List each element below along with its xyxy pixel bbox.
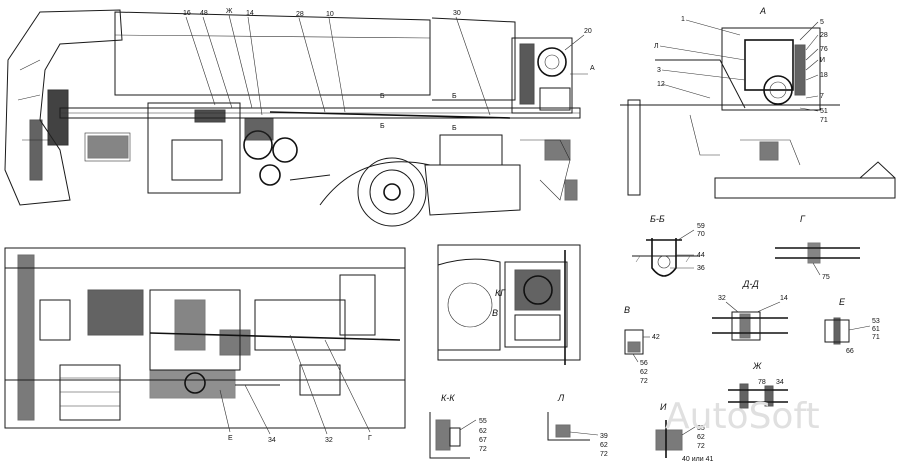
detail-e-label-53: 53	[872, 318, 880, 325]
detail-bb-label-70: 70	[697, 231, 705, 238]
detail-bb: Б-Б 59 70 44 36	[632, 214, 705, 277]
view-a-label-7: 7	[820, 93, 824, 100]
view-a: А 1 Л 3 12 5 28 76 И 18 7 51 71	[620, 6, 896, 199]
callout-30: 30	[453, 10, 461, 17]
callout-34: 34	[268, 437, 276, 444]
detail-l-title: Л	[557, 393, 565, 403]
view-a-label-71: 71	[820, 117, 828, 124]
detail-i-label-62: 62	[697, 434, 705, 441]
view-marker-a: А	[590, 65, 595, 72]
detail-dd-label-14: 14	[780, 295, 788, 302]
callout-48: 48	[200, 10, 208, 17]
detail-kk-label-62: 62	[479, 428, 487, 435]
detail-kk-label-67: 67	[479, 437, 487, 444]
detail-i-title: И	[660, 402, 667, 412]
detail-dd-title: Д-Д	[742, 279, 759, 289]
detail-e-label-61: 61	[872, 326, 880, 333]
detail-zh: Ж 78 34	[728, 361, 788, 409]
detail-zh-label-34: 34	[776, 379, 784, 386]
view-a-label-51: 51	[820, 108, 828, 115]
detail-v-label-72: 72	[640, 378, 648, 385]
callout-10: 10	[326, 11, 334, 18]
view-a-label-i: И	[820, 57, 825, 64]
detail-i-label-72: 72	[697, 443, 705, 450]
view-a-label-28: 28	[820, 32, 828, 39]
side-view: 16 48 Ж 14 28 10 30 20 А Б Б Б Б	[4, 8, 595, 227]
detail-bb-label-59: 59	[697, 223, 705, 230]
detail-e: Е 53 61 71 66	[824, 297, 880, 355]
detail-v-title: В	[624, 305, 630, 315]
view-a-label-3: 3	[657, 67, 661, 74]
view-a-title: А	[759, 6, 766, 16]
detail-e-title: Е	[839, 297, 846, 307]
callout-14: 14	[246, 10, 254, 17]
detail-l-label-39: 39	[600, 433, 608, 440]
detail-v-label-62: 62	[640, 369, 648, 376]
detail-g: Г 75	[775, 214, 860, 281]
section-mark-b4: Б	[452, 125, 457, 132]
detail-kk-label-72: 72	[479, 446, 487, 453]
callout-zh: Ж	[226, 8, 233, 15]
detail-kk-title: К-К	[441, 393, 455, 403]
callout-28: 28	[296, 11, 304, 18]
detail-kk: К-К 55 62 67 72	[429, 393, 487, 459]
detail-l-label-72: 72	[600, 451, 608, 458]
detail-v: В 42 56 62 72	[624, 305, 660, 385]
callout-20: 20	[584, 28, 592, 35]
detail-i: И 55 62 72 40 или 41	[655, 402, 713, 463]
detail-i-label-55: 55	[697, 425, 705, 432]
detail-bb-label-36: 36	[697, 265, 705, 272]
detail-kk-label-55: 55	[479, 418, 487, 425]
detail-zh-label-78: 78	[758, 379, 766, 386]
section-mark-v: В	[492, 308, 498, 318]
detail-dd: Д-Д 32 14	[712, 279, 788, 341]
section-mark-b3: Б	[452, 93, 457, 100]
detail-v-label-42: 42	[652, 334, 660, 341]
detail-bb-title: Б-Б	[650, 214, 665, 224]
detail-g-label-75: 75	[822, 274, 830, 281]
section-mark-b1: Б	[380, 93, 385, 100]
view-a-label-18: 18	[820, 72, 828, 79]
detail-zh-title: Ж	[752, 361, 762, 371]
detail-e-label-71: 71	[872, 334, 880, 341]
view-a-label-76: 76	[820, 46, 828, 53]
plan-view: Е 34 32 Г	[4, 247, 406, 444]
rear-plan-view: КГ В	[437, 244, 581, 365]
detail-g-title: Г	[800, 214, 806, 224]
detail-v-label-56: 56	[640, 360, 648, 367]
view-a-label-1: 1	[681, 16, 685, 23]
callout-16: 16	[183, 10, 191, 17]
detail-l-label-62: 62	[600, 442, 608, 449]
detail-bb-label-44: 44	[697, 252, 705, 259]
detail-i-label-40-or-41: 40 или 41	[682, 456, 713, 463]
view-a-label-l: Л	[654, 43, 659, 50]
callout-e: Е	[228, 435, 233, 442]
detail-e-label-66: 66	[846, 348, 854, 355]
callout-32: 32	[325, 437, 333, 444]
callout-g: Г	[368, 435, 372, 442]
section-mark-kg: КГ	[495, 288, 506, 298]
view-a-label-5: 5	[820, 19, 824, 26]
detail-dd-label-32: 32	[718, 295, 726, 302]
watermark: AutoSoft	[665, 396, 820, 437]
section-mark-b2: Б	[380, 123, 385, 130]
view-a-label-12: 12	[657, 81, 665, 88]
detail-l: Л 39 62 72	[547, 393, 608, 458]
